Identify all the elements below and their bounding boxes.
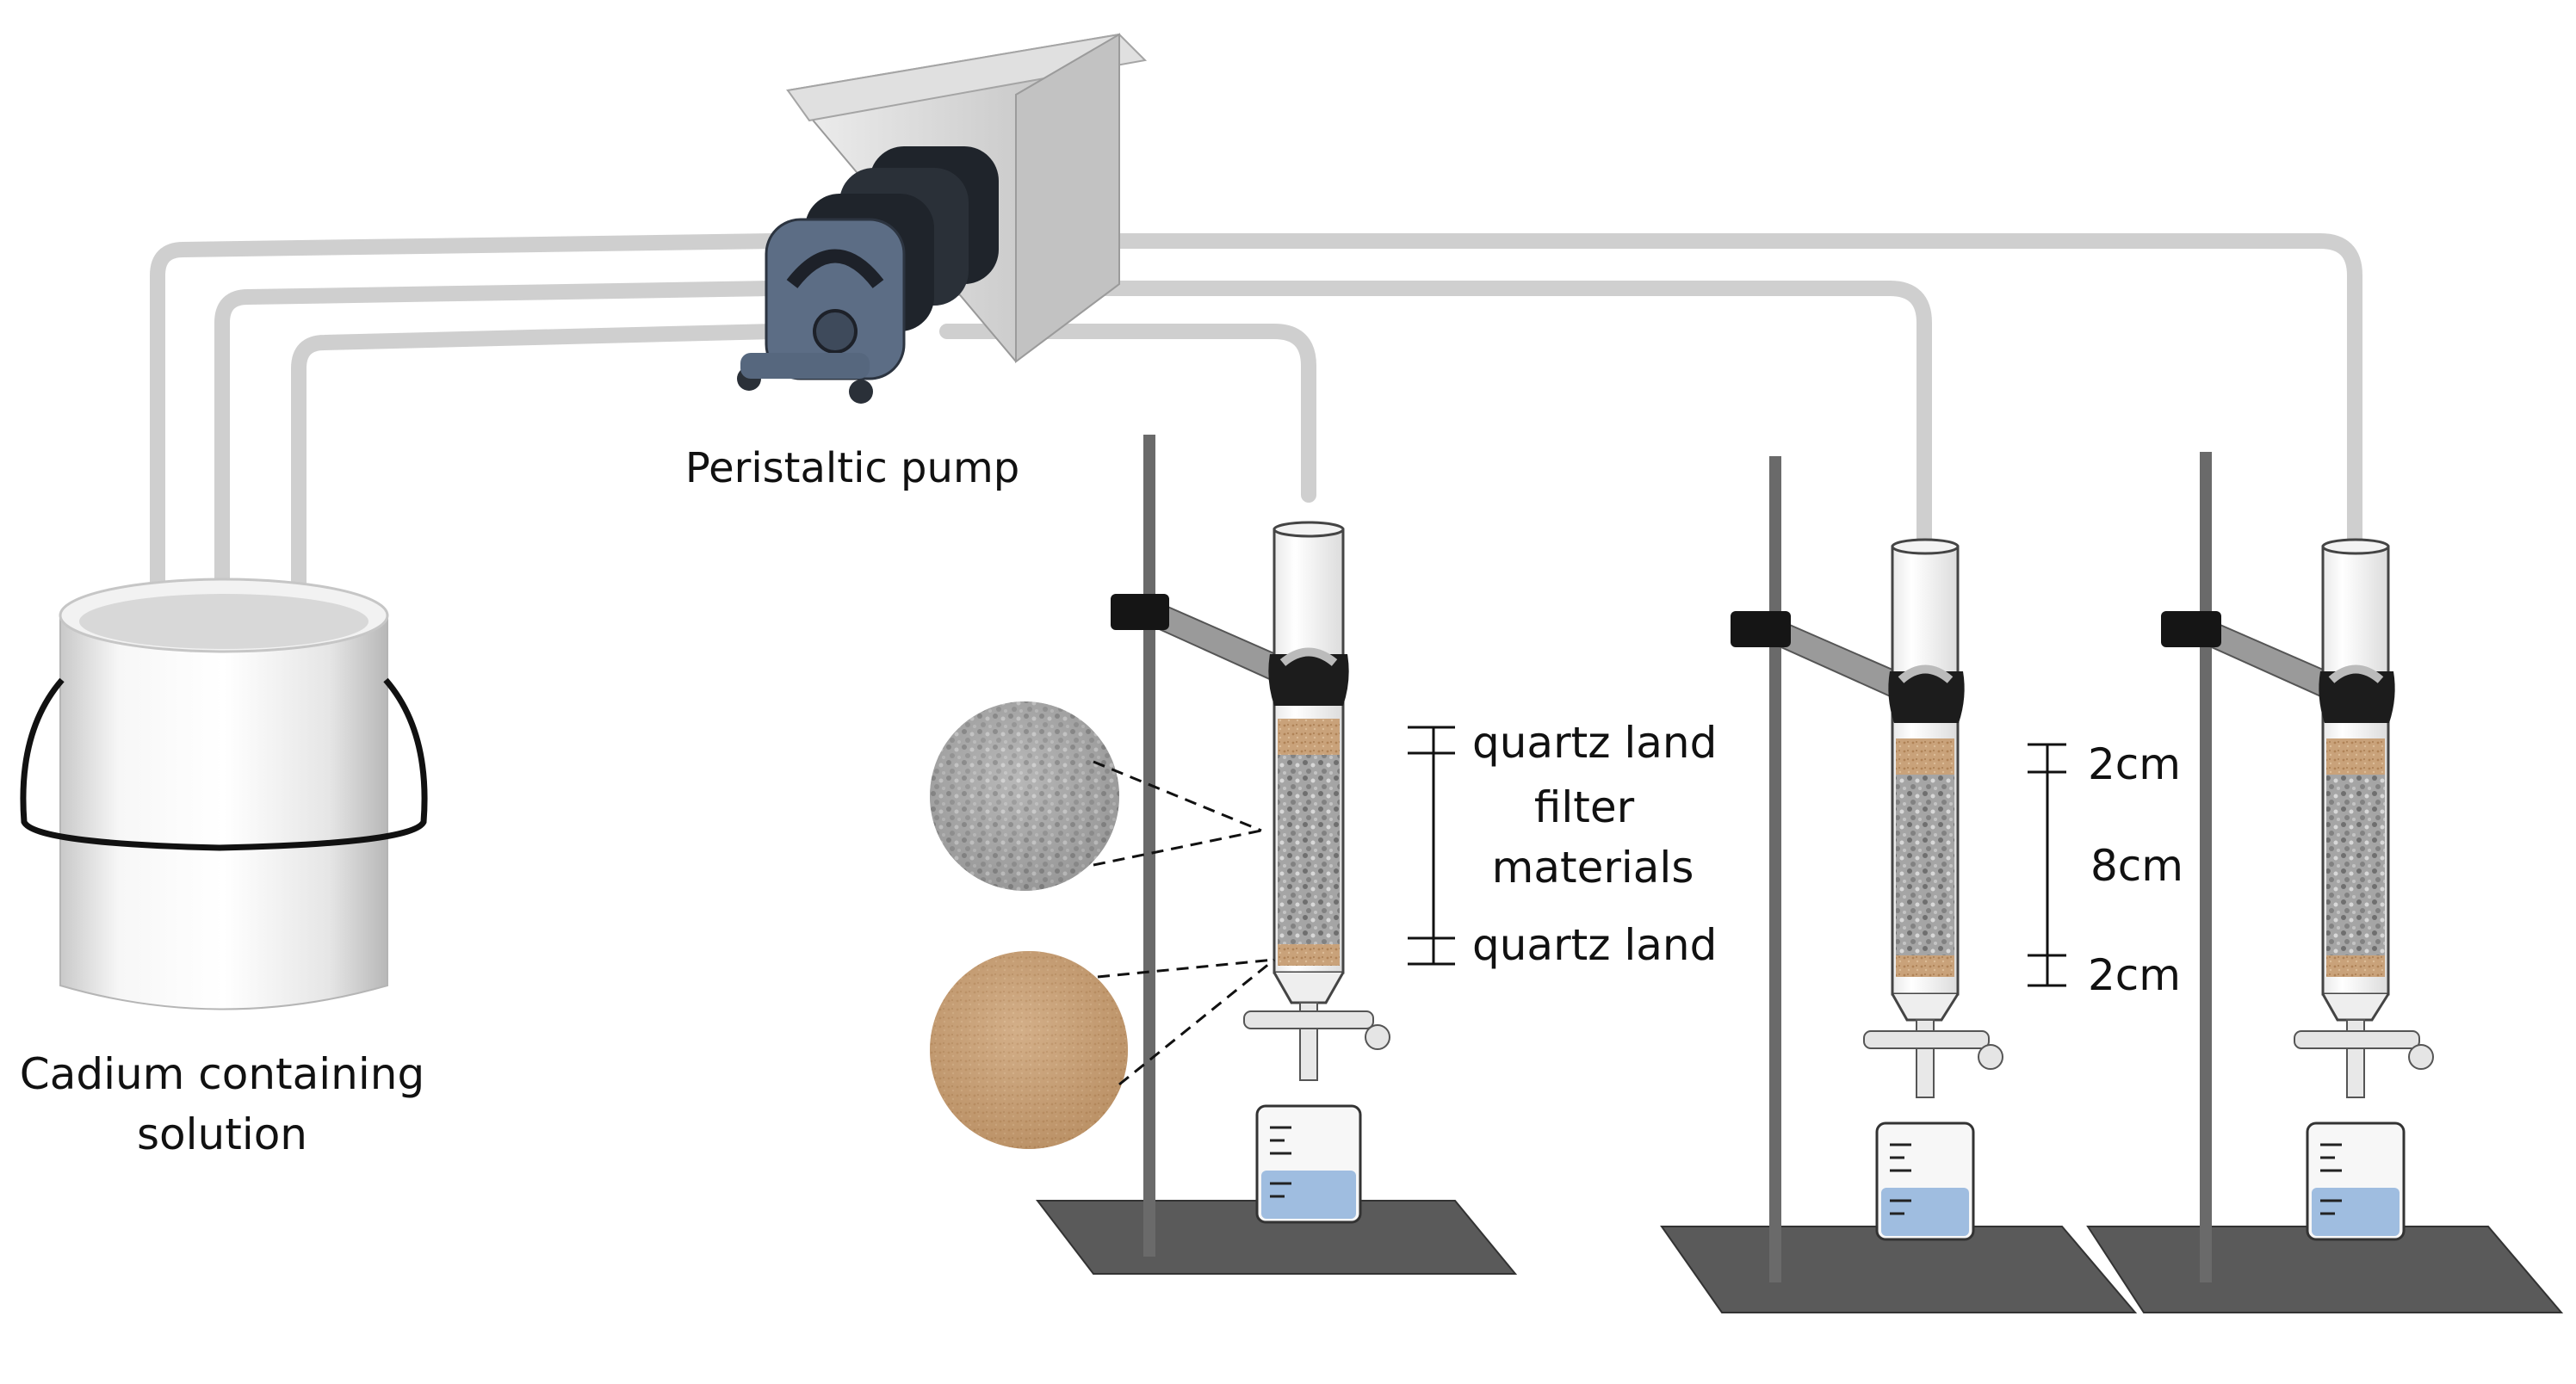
layer-mid-label-2: materials bbox=[1492, 843, 1694, 893]
tubing bbox=[150, 233, 2362, 610]
bucket-icon bbox=[20, 578, 428, 1010]
dimension-markers bbox=[2028, 743, 2066, 987]
tube-2 bbox=[214, 281, 783, 610]
tube-1 bbox=[150, 233, 783, 610]
tube-3 bbox=[291, 324, 783, 610]
tube-col2 bbox=[939, 281, 1932, 546]
beaker-icon bbox=[2306, 1121, 2406, 1241]
layer-mid-label-1: filter bbox=[1534, 782, 1635, 832]
filter-column-icon bbox=[1863, 538, 2003, 1098]
layer-top-label: quartz land bbox=[1472, 718, 1717, 768]
tube-col1 bbox=[939, 324, 1316, 503]
gravel-sample-icon bbox=[930, 701, 1119, 891]
callout-lines bbox=[1093, 760, 1275, 1086]
filter-column-icon bbox=[1243, 521, 1390, 1081]
sand-sample-icon bbox=[930, 951, 1128, 1149]
layer-markers bbox=[1408, 726, 1455, 966]
tube-col3 bbox=[939, 233, 2362, 546]
bucket-label-2: solution bbox=[137, 1109, 307, 1159]
ring-stand-icon bbox=[1035, 435, 1518, 1275]
bucket-handle bbox=[20, 677, 428, 851]
beaker-icon bbox=[1255, 1104, 1362, 1224]
dim-top-label: 2cm bbox=[2088, 739, 2181, 789]
beaker-icon bbox=[1875, 1121, 1975, 1241]
pump-label: Peristaltic pump bbox=[685, 444, 1019, 492]
layer-bottom-label: quartz land bbox=[1472, 920, 1717, 970]
bucket-label-1: Cadium containing bbox=[20, 1049, 424, 1099]
filter-column-icon bbox=[2294, 538, 2434, 1098]
peristaltic-pump-icon bbox=[737, 33, 1148, 404]
dim-bottom-label: 2cm bbox=[2088, 950, 2181, 1000]
dim-mid-label: 8cm bbox=[2090, 841, 2183, 891]
